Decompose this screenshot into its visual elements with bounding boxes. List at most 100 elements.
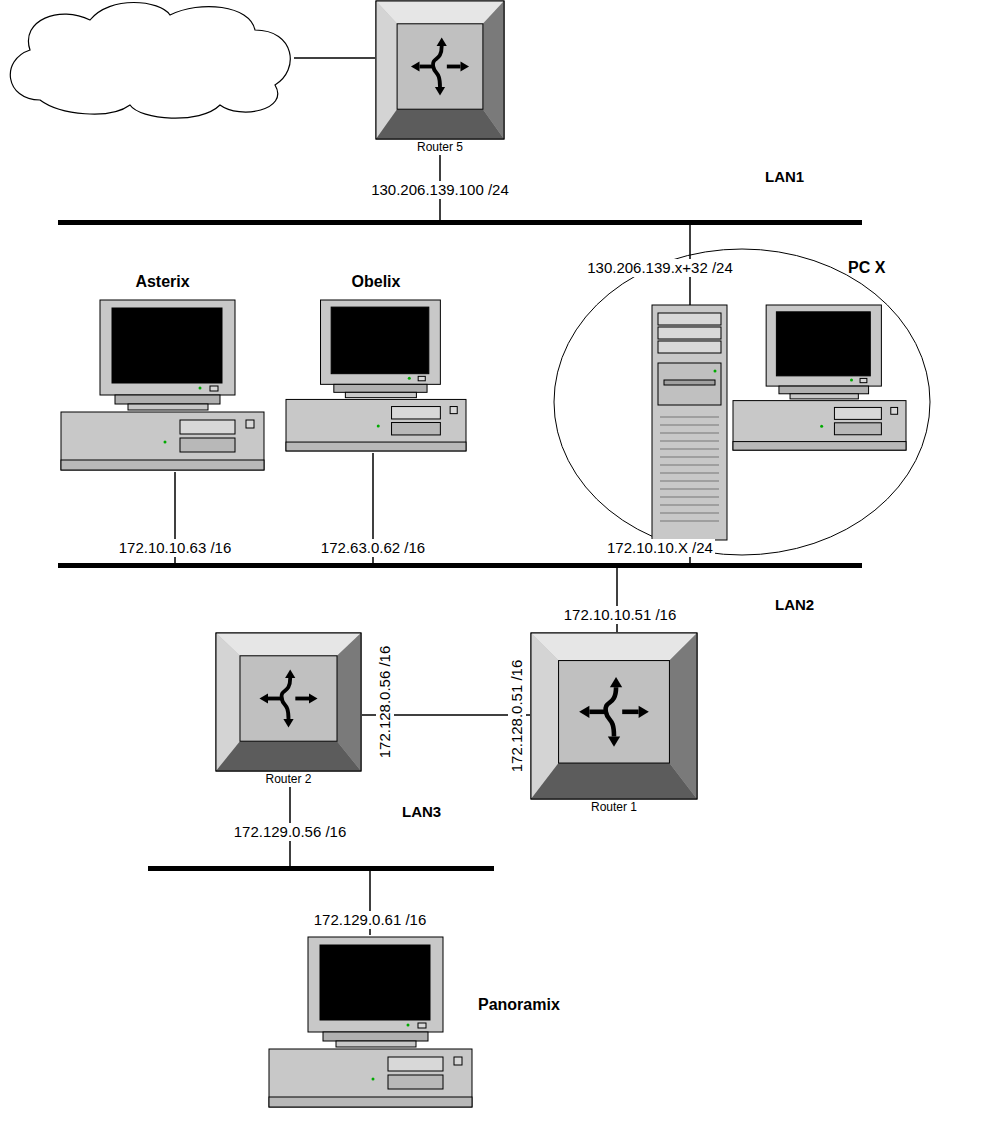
router-name: Router 1 (530, 800, 698, 815)
lan-bus: LAN2 (58, 563, 862, 568)
arrow-head (610, 677, 622, 687)
monitor-screen (776, 312, 870, 376)
arrow-stem (622, 709, 638, 714)
bevel (216, 633, 361, 656)
arrow-head (285, 669, 295, 678)
arrow-head (309, 693, 318, 703)
monitor-screen (320, 945, 430, 1020)
router-symbol (216, 633, 361, 771)
computer-node: Panoramix (268, 935, 473, 1122)
router-face (559, 661, 670, 763)
interface-address: 172.10.10.51 /16 (562, 606, 679, 624)
router-face (240, 656, 337, 741)
host-name: Panoramix (478, 995, 560, 1015)
monitor-button (860, 378, 867, 382)
desktop-case (286, 399, 466, 450)
drive-bay (834, 423, 881, 435)
drive-bay (392, 407, 441, 419)
case-foot (286, 442, 466, 451)
monitor-foot (790, 394, 858, 399)
cloud-link (294, 57, 375, 59)
router-symbol (376, 1, 504, 139)
desktop-case (61, 412, 264, 470)
computer-icon (285, 292, 467, 453)
grille-line (660, 425, 719, 426)
monitor-base (115, 395, 220, 404)
router-node: Router 5 (375, 0, 505, 155)
case-foot (61, 460, 264, 470)
host-name: Asterix (60, 272, 265, 292)
drive-bay (658, 327, 721, 339)
arrow-head (460, 61, 469, 71)
host-name: Obelix (285, 272, 467, 292)
power-led (408, 377, 411, 380)
lan-name: LAN3 (402, 803, 441, 821)
power-led (714, 370, 717, 373)
drive-bay (180, 420, 235, 434)
monitor-body (321, 300, 441, 384)
router-outline (216, 633, 361, 771)
router-body (531, 633, 697, 799)
case-foot (733, 442, 906, 451)
power-led (377, 425, 380, 428)
drive-bay (658, 341, 721, 353)
power-button (450, 407, 457, 414)
interface-address: 172.10.10.X /24 (605, 539, 715, 557)
lan-name: LAN1 (765, 168, 804, 186)
arrow-head (608, 736, 620, 746)
network-link (689, 556, 691, 563)
arrow-head (639, 706, 649, 718)
floppy-slot (664, 380, 715, 385)
arrow-stem (295, 697, 309, 701)
monitor-button (210, 386, 218, 391)
monitor-screen (331, 307, 429, 374)
arrow-head (437, 37, 447, 46)
host-name: PC X (848, 258, 885, 278)
router-body (376, 1, 504, 139)
arrow-head (579, 706, 589, 718)
interface-address: 172.63.0.62 /16 (319, 539, 427, 557)
group-ellipse (554, 249, 930, 555)
power-led (164, 441, 167, 444)
computer-icon (60, 292, 265, 472)
interface-address: 130.206.139.100 /24 (369, 181, 511, 199)
computer-node: Asterix (60, 272, 265, 472)
computer-symbol (733, 305, 906, 450)
computer-symbol (61, 300, 264, 470)
router-face (397, 24, 483, 109)
interface-address: 172.129.0.56 /16 (232, 823, 349, 841)
bevel (216, 741, 361, 771)
power-led (407, 1024, 410, 1027)
front-panel (658, 363, 721, 405)
drive-bay (658, 313, 721, 325)
router-icon (215, 632, 362, 772)
grille-line (660, 505, 719, 506)
drive-bay (180, 438, 235, 452)
power-led (820, 425, 823, 428)
desktop-case (269, 1049, 472, 1107)
arrow-stem (447, 65, 461, 69)
tower-symbol (652, 305, 727, 540)
interface-address: 130.206.139.x+32 /24 (585, 259, 735, 277)
drive-bay (388, 1057, 443, 1071)
arrow-head (435, 87, 445, 96)
network-link (689, 225, 691, 248)
bevel (376, 109, 504, 139)
power-button (246, 420, 254, 428)
monitor-body (308, 937, 443, 1032)
interface-address: 172.128.0.51 /16 (508, 658, 526, 775)
monitor-button (418, 376, 425, 380)
monitor-base (323, 1032, 428, 1041)
monitor-button (418, 1023, 426, 1028)
drive-bay (834, 407, 881, 419)
power-led (372, 1078, 375, 1081)
power-button (891, 407, 898, 414)
power-led (199, 387, 202, 390)
monitor-screen (112, 308, 222, 383)
router-outline (531, 633, 697, 799)
arrow-stem (281, 678, 290, 719)
drive-bay (392, 423, 441, 435)
